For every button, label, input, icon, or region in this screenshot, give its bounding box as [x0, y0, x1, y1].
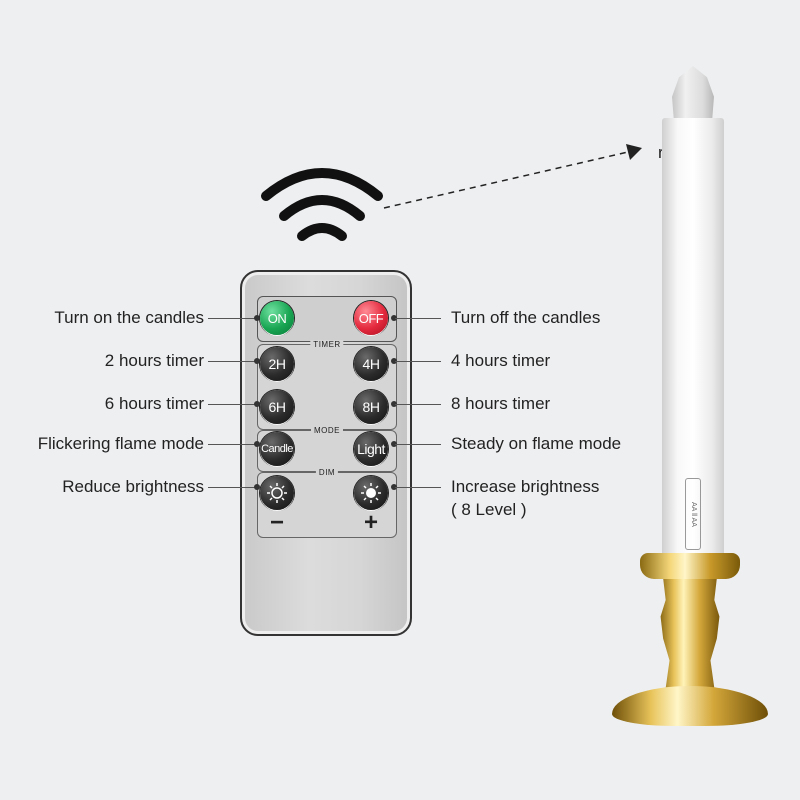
lead-turn-on [208, 318, 258, 319]
lead-2h [208, 361, 258, 362]
lead-dot-increase [391, 484, 397, 490]
timer-6h-button[interactable]: 6H [260, 390, 294, 424]
lead-dot-2h [254, 358, 260, 364]
label-2h: 2 hours timer [104, 351, 204, 370]
plus-sign: + [364, 509, 379, 536]
lead-dot-turn-on [254, 315, 260, 321]
label-8h: 8 hours timer [451, 394, 551, 413]
battery-switch: AA ⦀ AA [685, 478, 701, 550]
timer-panel: TIMER 2H 4H 6H 8H [257, 340, 397, 430]
candle-flame-cap [672, 66, 714, 122]
timer-4h-button[interactable]: 4H [354, 347, 388, 381]
dim-title: DIM [315, 468, 339, 477]
label-turn-on: Turn on the candles [54, 308, 204, 327]
label-levels: ( 8 Level ) [451, 500, 527, 519]
lead-increase [395, 487, 441, 488]
dim-up-button[interactable] [354, 476, 388, 510]
remote-control: ON OFF TIMER 2H 4H 6H 8H MODE Candle Lig… [240, 270, 412, 636]
label-reduce: Reduce brightness [62, 477, 204, 496]
lead-6h [208, 404, 258, 405]
candle-mode-button[interactable]: Candle [260, 432, 294, 466]
lead-steady [395, 444, 441, 445]
candle-holder-base [612, 686, 768, 726]
lead-4h [395, 361, 441, 362]
lead-flicker [208, 444, 258, 445]
label-steady: Steady on flame mode [451, 434, 622, 453]
lead-8h [395, 404, 441, 405]
light-mode-button[interactable]: Light [354, 432, 388, 466]
power-panel: ON OFF [257, 296, 397, 342]
timer-2h-button[interactable]: 2H [260, 347, 294, 381]
off-button[interactable]: OFF [354, 301, 388, 335]
label-turn-off: Turn off the candles [451, 308, 601, 327]
timer-8h-button[interactable]: 8H [354, 390, 388, 424]
lead-dot-flicker [254, 441, 260, 447]
mode-panel: MODE Candle Light [257, 426, 397, 472]
mode-title: MODE [311, 426, 343, 435]
label-4h: 4 hours timer [451, 351, 551, 370]
candle-body [662, 118, 724, 558]
lead-dot-8h [391, 401, 397, 407]
sun-bright-icon [361, 483, 381, 503]
on-button[interactable]: ON [260, 301, 294, 335]
wireless-signal-icon [261, 168, 383, 241]
dim-down-button[interactable] [260, 476, 294, 510]
lead-turn-off [395, 318, 441, 319]
lead-dot-6h [254, 401, 260, 407]
label-increase: Increase brightness [451, 477, 600, 496]
lead-reduce [208, 487, 258, 488]
lead-dot-turn-off [391, 315, 397, 321]
signal-arrow-icon [383, 144, 642, 209]
dim-panel: DIM − [257, 468, 397, 538]
label-6h: 6 hours timer [104, 394, 204, 413]
lead-dot-4h [391, 358, 397, 364]
timer-title: TIMER [310, 340, 344, 349]
minus-sign: − [270, 509, 285, 536]
lead-dot-reduce [254, 484, 260, 490]
lead-dot-steady [391, 441, 397, 447]
candle-holder-cup [640, 553, 740, 579]
label-flicker: Flickering flame mode [37, 434, 204, 453]
sun-dim-icon [267, 483, 287, 503]
candle-holder-stem [660, 578, 720, 688]
